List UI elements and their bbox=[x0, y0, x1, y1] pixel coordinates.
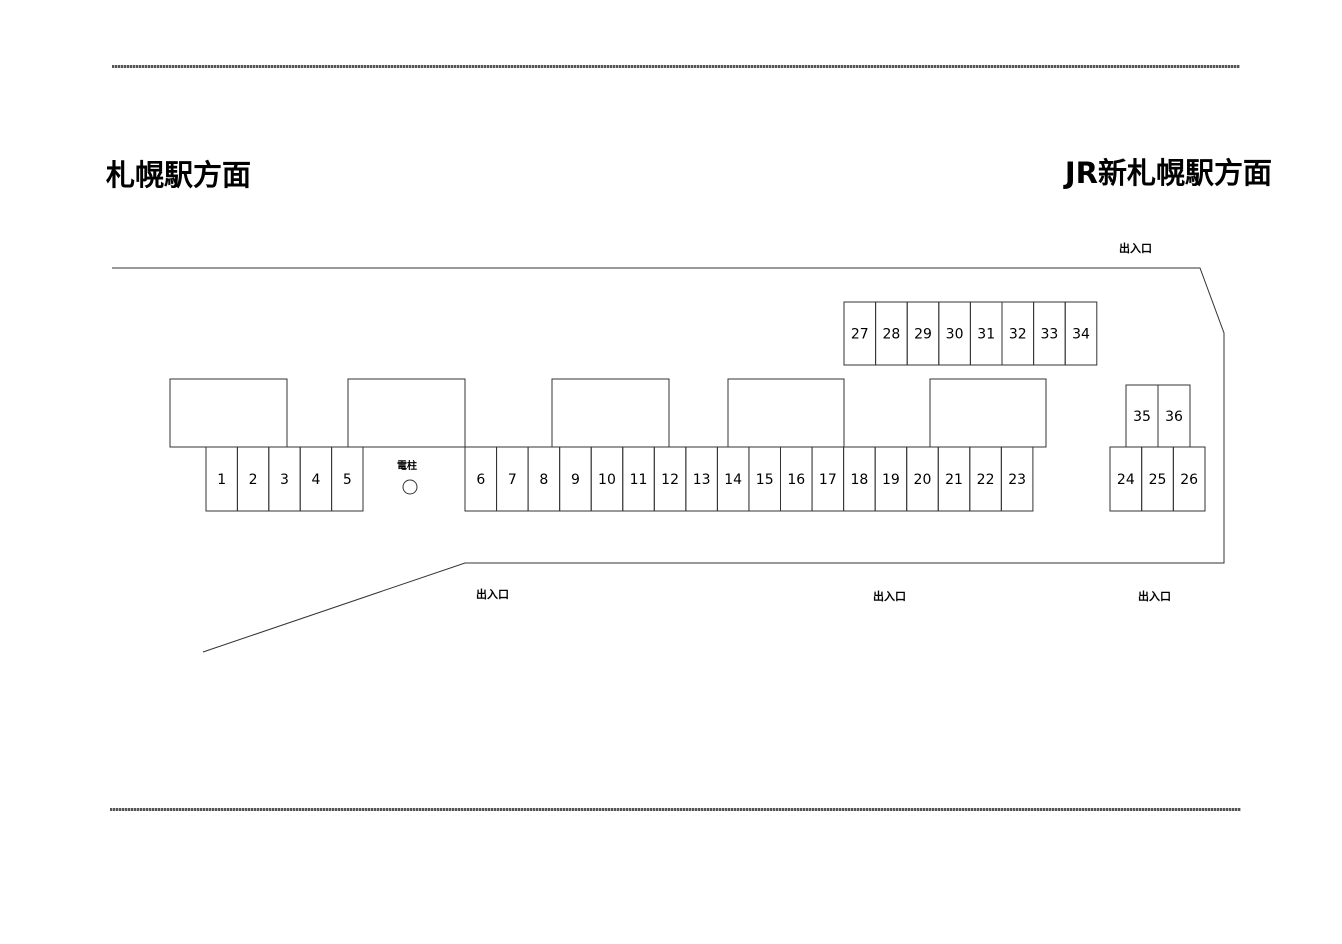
parking-stall-number: 29 bbox=[914, 327, 932, 343]
parking-stall-number: 21 bbox=[945, 472, 963, 488]
parking-stall bbox=[331, 446, 364, 512]
building bbox=[169, 378, 288, 448]
parking-stall-number: 25 bbox=[1149, 472, 1167, 488]
building bbox=[551, 378, 670, 448]
utility-pole-label: 電柱 bbox=[397, 461, 417, 472]
parking-stall-number: 33 bbox=[1040, 327, 1058, 343]
parking-stall-number: 1 bbox=[217, 472, 226, 488]
parking-stall-number: 31 bbox=[977, 327, 995, 343]
parking-stall-number: 19 bbox=[882, 472, 900, 488]
parking-stall-number: 5 bbox=[343, 472, 352, 488]
parking-stall-number: 16 bbox=[787, 472, 805, 488]
parking-stall-number: 13 bbox=[693, 472, 711, 488]
parking-stall-number: 2 bbox=[249, 472, 258, 488]
parking-stall-number: 3 bbox=[280, 472, 289, 488]
parking-stall-number: 26 bbox=[1180, 472, 1198, 488]
bottom-divider bbox=[110, 808, 1241, 811]
direction-right-title: JR新札幌駅方面 bbox=[1064, 156, 1272, 190]
parking-stall-number: 34 bbox=[1072, 327, 1090, 343]
parking-stall-number: 30 bbox=[946, 327, 964, 343]
parking-stall-number: 9 bbox=[571, 472, 580, 488]
lot-boundary-top bbox=[112, 267, 1225, 653]
building bbox=[929, 378, 1047, 448]
parking-stall-number: 12 bbox=[661, 472, 679, 488]
parking-stall-number: 17 bbox=[819, 472, 837, 488]
entrance-label-bottom-left: 出入口 bbox=[476, 588, 509, 601]
entrance-label-top-right: 出入口 bbox=[1119, 242, 1152, 255]
parking-stall-number: 36 bbox=[1165, 409, 1183, 425]
building bbox=[347, 378, 466, 448]
parking-stall-number: 8 bbox=[539, 472, 548, 488]
direction-left-title: 札幌駅方面 bbox=[106, 158, 252, 192]
parking-stall-number: 23 bbox=[1008, 472, 1026, 488]
parking-stall-number: 15 bbox=[756, 472, 774, 488]
entrance-label-bottom-center: 出入口 bbox=[873, 590, 906, 603]
parking-stall-number: 6 bbox=[476, 472, 485, 488]
parking-stall-number: 4 bbox=[311, 472, 320, 488]
parking-stall bbox=[1157, 384, 1191, 448]
parking-stall-number: 11 bbox=[630, 472, 648, 488]
parking-stall bbox=[1000, 446, 1034, 512]
parking-stall-number: 20 bbox=[914, 472, 932, 488]
parking-stall-number: 7 bbox=[508, 472, 517, 488]
parking-stall bbox=[1064, 301, 1098, 366]
parking-stall-number: 35 bbox=[1133, 409, 1151, 425]
entrance-label-bottom-right: 出入口 bbox=[1138, 590, 1171, 603]
parking-stall-number: 27 bbox=[851, 327, 869, 343]
top-divider bbox=[112, 65, 1240, 68]
parking-stall-number: 10 bbox=[598, 472, 616, 488]
parking-stall-number: 22 bbox=[977, 472, 995, 488]
building bbox=[727, 378, 845, 448]
utility-pole-icon bbox=[402, 479, 418, 495]
parking-stall-number: 14 bbox=[724, 472, 742, 488]
parking-stall-number: 28 bbox=[882, 327, 900, 343]
parking-stall-number: 24 bbox=[1117, 472, 1135, 488]
parking-stall-number: 32 bbox=[1009, 327, 1027, 343]
parking-stall-number: 18 bbox=[850, 472, 868, 488]
